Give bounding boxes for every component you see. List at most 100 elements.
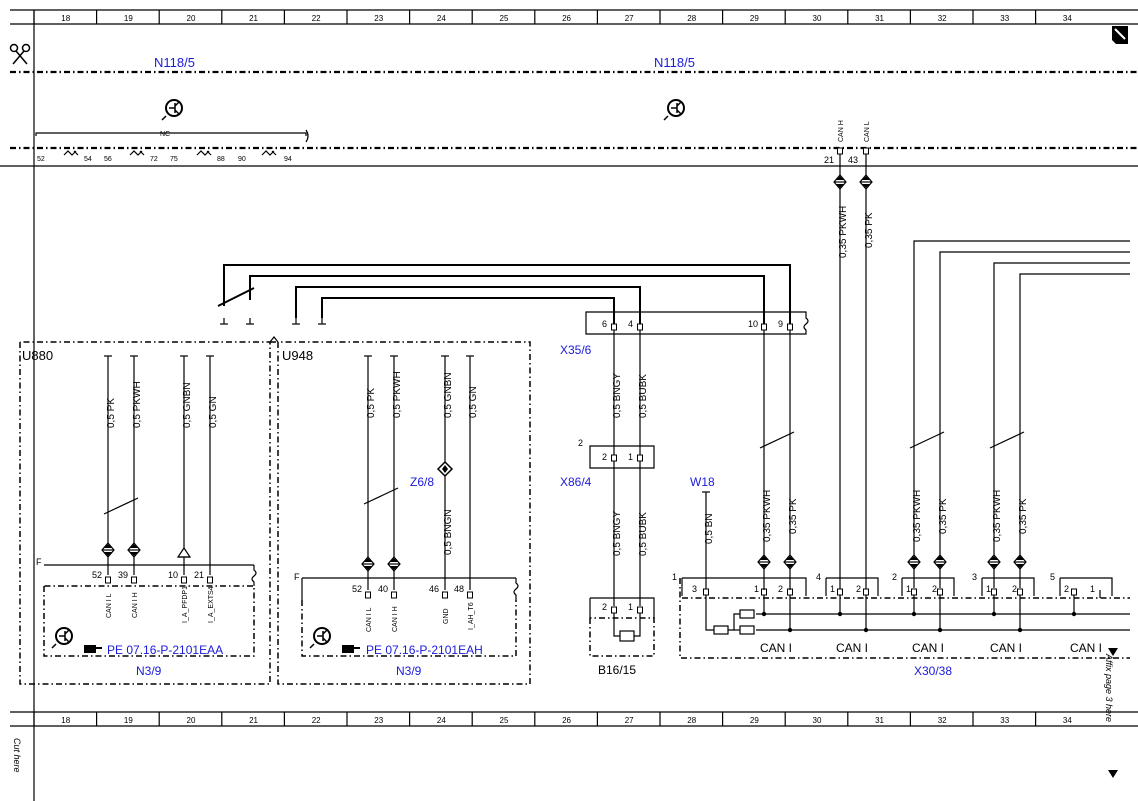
- svg-text:CAN I: CAN I: [760, 641, 792, 655]
- page-corner-icon: [1112, 26, 1128, 44]
- grid-column-label: 34: [1063, 716, 1072, 725]
- grid-column-label: 28: [687, 716, 696, 725]
- svg-text:1: 1: [754, 584, 759, 594]
- svg-text:52: 52: [352, 584, 362, 594]
- x30-label: X30/38: [914, 664, 952, 678]
- grid-column-label: 24: [437, 14, 446, 23]
- svg-text:2: 2: [1012, 584, 1017, 594]
- x86-label: X86/4: [560, 475, 592, 489]
- u880-ref: PE 07.16-P-2101EAA: [107, 643, 223, 657]
- svg-text:0,35 PK: 0,35 PK: [1018, 498, 1029, 534]
- svg-text:9: 9: [778, 319, 783, 329]
- pin-row-nc: 52 54 56 72 75 88 90 94: [37, 150, 292, 163]
- grid-column-label: 32: [938, 14, 947, 23]
- svg-text:2: 2: [778, 584, 783, 594]
- svg-text:0,5 GN: 0,5 GN: [208, 396, 219, 428]
- svg-text:0,35 PKWH: 0,35 PKWH: [912, 490, 923, 542]
- svg-text:56: 56: [104, 156, 112, 163]
- svg-text:1: 1: [628, 602, 633, 612]
- grid-column-label: 22: [312, 14, 321, 23]
- svg-text:3: 3: [692, 584, 697, 594]
- svg-text:0,5 BUBK: 0,5 BUBK: [638, 374, 649, 418]
- w18-ground: W18 0,5 BN: [690, 475, 715, 590]
- svg-text:NC: NC: [160, 131, 170, 138]
- reference-hand-icon: [342, 645, 360, 653]
- svg-text:CAN I H: CAN I H: [392, 606, 399, 632]
- svg-text:0,35 PKWH: 0,35 PKWH: [762, 490, 773, 542]
- svg-text:2: 2: [856, 584, 861, 594]
- svg-text:39: 39: [118, 570, 128, 580]
- svg-text:2: 2: [1064, 584, 1069, 594]
- x86-wiring: 0,5 BNGY 0,5 BUBK 2 2 1 X86/4 0,5 BNGY 0…: [560, 330, 655, 606]
- svg-text:CAN I: CAN I: [990, 641, 1022, 655]
- svg-text:CAN I L: CAN I L: [106, 593, 113, 618]
- svg-text:CAN I L: CAN I L: [366, 607, 373, 632]
- svg-text:0,35 PK: 0,35 PK: [864, 212, 875, 248]
- grid-column-label: 19: [124, 14, 133, 23]
- svg-text:3: 3: [972, 572, 977, 582]
- svg-text:I_A_EXTS4: I_A_EXTS4: [208, 586, 215, 623]
- grid-column-label: 20: [187, 716, 196, 725]
- svg-text:10: 10: [168, 570, 178, 580]
- svg-text:0,5 PK: 0,5 PK: [366, 388, 377, 418]
- grid-column-label: 21: [249, 716, 258, 725]
- u948-ref: PE 07.16-P-2101EAH: [366, 643, 483, 657]
- affix-page-text: Affix page 3 here: [1104, 653, 1114, 722]
- svg-text:CAN I: CAN I: [912, 641, 944, 655]
- svg-text:48: 48: [454, 584, 464, 594]
- svg-text:2: 2: [932, 584, 937, 594]
- svg-text:1: 1: [1090, 584, 1095, 594]
- x30-wires: 0,35 PKWH 0,35 PK 0,35 PKWH 0,35 PK 0,35…: [757, 330, 1029, 590]
- affix-arrow-bottom-icon: [1108, 770, 1118, 778]
- svg-text:4: 4: [628, 319, 633, 329]
- x35-label: X35/6: [560, 343, 592, 357]
- grid-column-label: 33: [1000, 716, 1009, 725]
- svg-text:0,5 BN: 0,5 BN: [704, 513, 715, 544]
- grid-column-label: 24: [437, 716, 446, 725]
- svg-text:40: 40: [378, 584, 388, 594]
- svg-text:0,5 BNGY: 0,5 BNGY: [612, 373, 623, 418]
- grid-column-label: 30: [813, 716, 822, 725]
- grid-column-label: 29: [750, 716, 759, 725]
- control-unit-icon: [51, 627, 73, 649]
- n118-can-lines: CAN H CAN L 21 43 0,35 PKWH 0,35 PK: [824, 120, 875, 590]
- grid-column-label: 32: [938, 716, 947, 725]
- svg-text:0,35 PK: 0,35 PK: [938, 498, 949, 534]
- grid-column-label: 26: [562, 14, 571, 23]
- w18-label: W18: [690, 475, 715, 489]
- svg-text:46: 46: [429, 584, 439, 594]
- svg-text:CAN H: CAN H: [838, 120, 845, 142]
- splice-diamond-icon: [436, 460, 454, 478]
- svg-text:CAN L: CAN L: [864, 121, 871, 142]
- control-unit-icon: [663, 99, 685, 121]
- grid-column-label: 21: [249, 14, 258, 23]
- n118-label-right: N118/5: [654, 55, 695, 70]
- svg-text:F: F: [36, 557, 42, 567]
- control-unit-icon: [161, 99, 183, 121]
- svg-text:43: 43: [848, 155, 858, 165]
- svg-text:4: 4: [816, 572, 821, 582]
- grid-column-label: 18: [61, 14, 70, 23]
- svg-text:0,35 PK: 0,35 PK: [788, 498, 799, 534]
- grid-column-label: 34: [1063, 14, 1072, 23]
- b16-label: B16/15: [598, 663, 636, 677]
- grid-column-label: 19: [124, 716, 133, 725]
- reference-hand-icon: [84, 645, 102, 653]
- svg-text:0,5 BUBK: 0,5 BUBK: [638, 512, 649, 556]
- svg-text:2: 2: [602, 452, 607, 462]
- svg-text:GND: GND: [443, 608, 450, 624]
- control-unit-icon: [309, 627, 331, 649]
- grid-column-label: 25: [500, 14, 509, 23]
- svg-text:0,35 PKWH: 0,35 PKWH: [992, 490, 1003, 542]
- grid-column-label: 27: [625, 14, 634, 23]
- b16-sensor: 2 1 B16/15: [589, 597, 655, 677]
- svg-text:0,5 PKWH: 0,5 PKWH: [132, 381, 143, 428]
- svg-text:0,5 GNBN: 0,5 GNBN: [443, 372, 454, 418]
- u880-group: U880 0,5 PK 0,5 PKWH 0,5 GNBN 0,5 GN F 5…: [19, 341, 271, 685]
- svg-text:52: 52: [37, 156, 45, 163]
- svg-text:6: 6: [602, 319, 607, 329]
- svg-text:0,35 PKWH: 0,35 PKWH: [838, 206, 849, 258]
- svg-text:0,5 GNBN: 0,5 GNBN: [182, 382, 193, 428]
- svg-text:F: F: [294, 572, 300, 582]
